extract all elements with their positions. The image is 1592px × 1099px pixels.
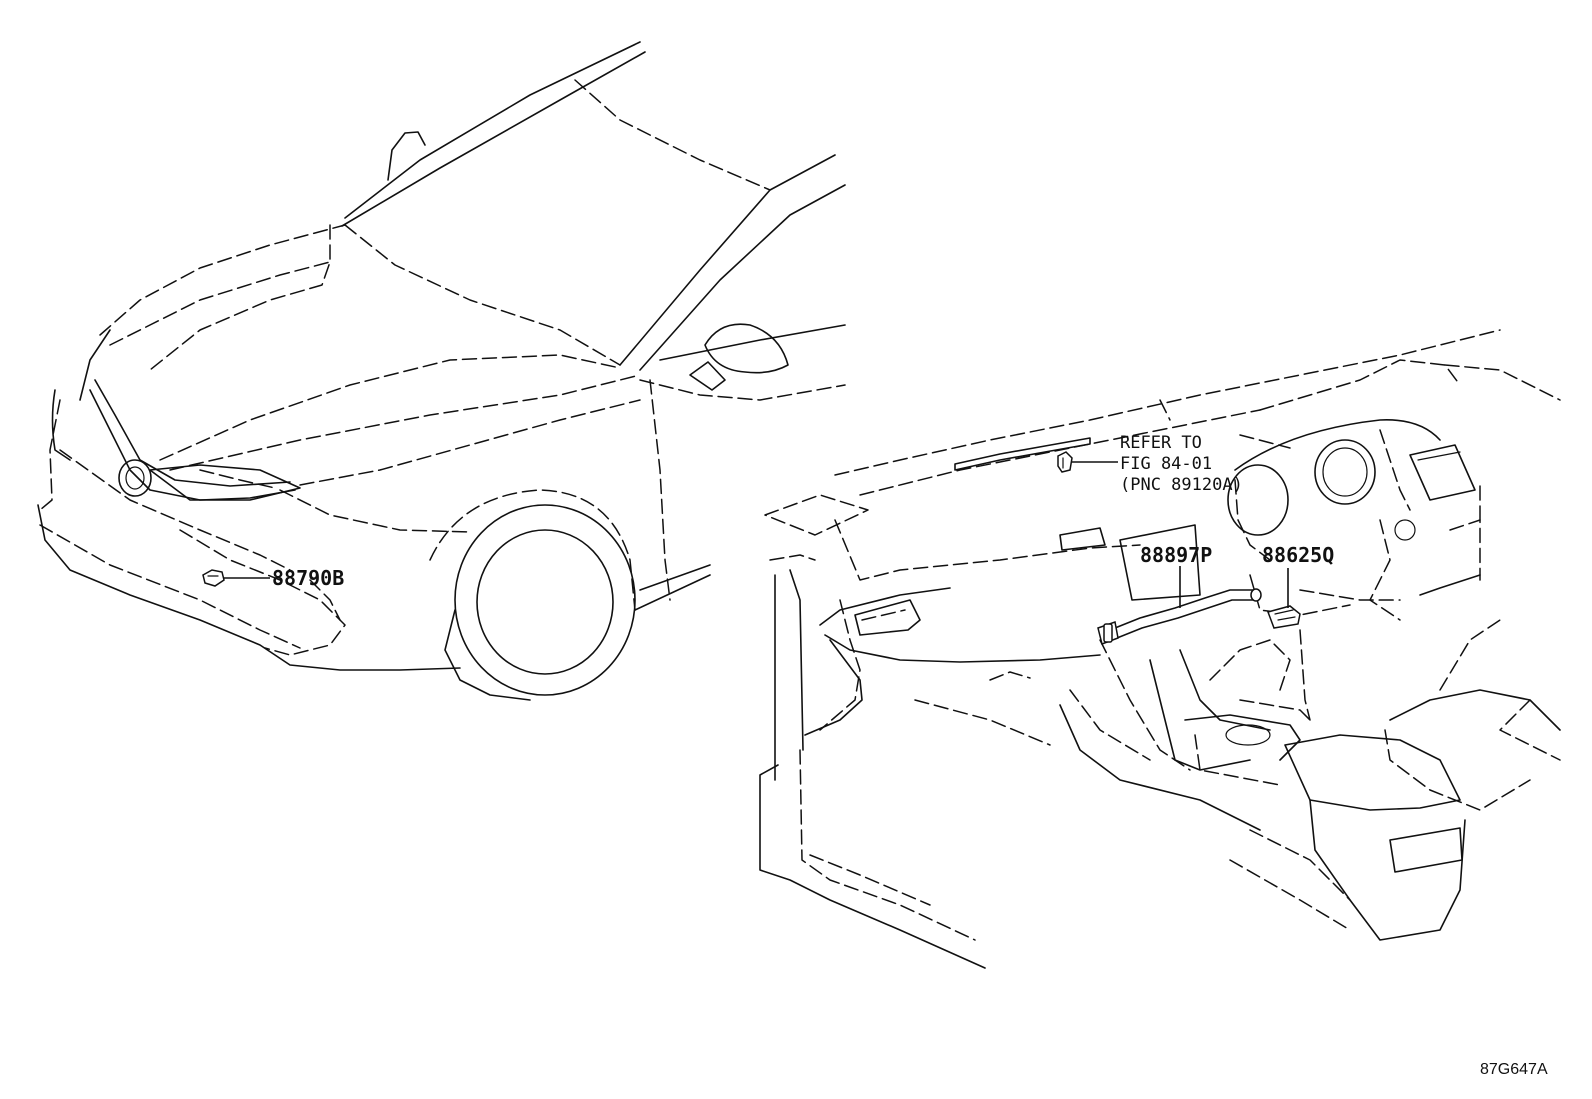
- reference-note-line3: (PNC 89120A): [1120, 475, 1243, 495]
- part-88897p-icon: [1097, 588, 1262, 645]
- reference-note-line2: FIG 84-01: [1120, 454, 1212, 474]
- part-88790b-icon: [202, 569, 225, 587]
- car-exterior-drawing: 88790B: [37, 41, 846, 701]
- part-label-88897p: 88897P: [1140, 543, 1212, 567]
- part-88625q-icon: [1267, 605, 1301, 629]
- dashboard-interior-drawing: 88897P 88625Q REFER TO FIG 84-01 (PNC 89…: [759, 329, 1561, 969]
- part-label-88625q: 88625Q: [1262, 543, 1334, 567]
- reference-note-line1: REFER TO: [1120, 433, 1202, 453]
- part-label-88790b: 88790B: [272, 566, 344, 590]
- referenced-part-clip-icon: [1057, 451, 1073, 473]
- figure-id: 87G647A: [1480, 1061, 1548, 1078]
